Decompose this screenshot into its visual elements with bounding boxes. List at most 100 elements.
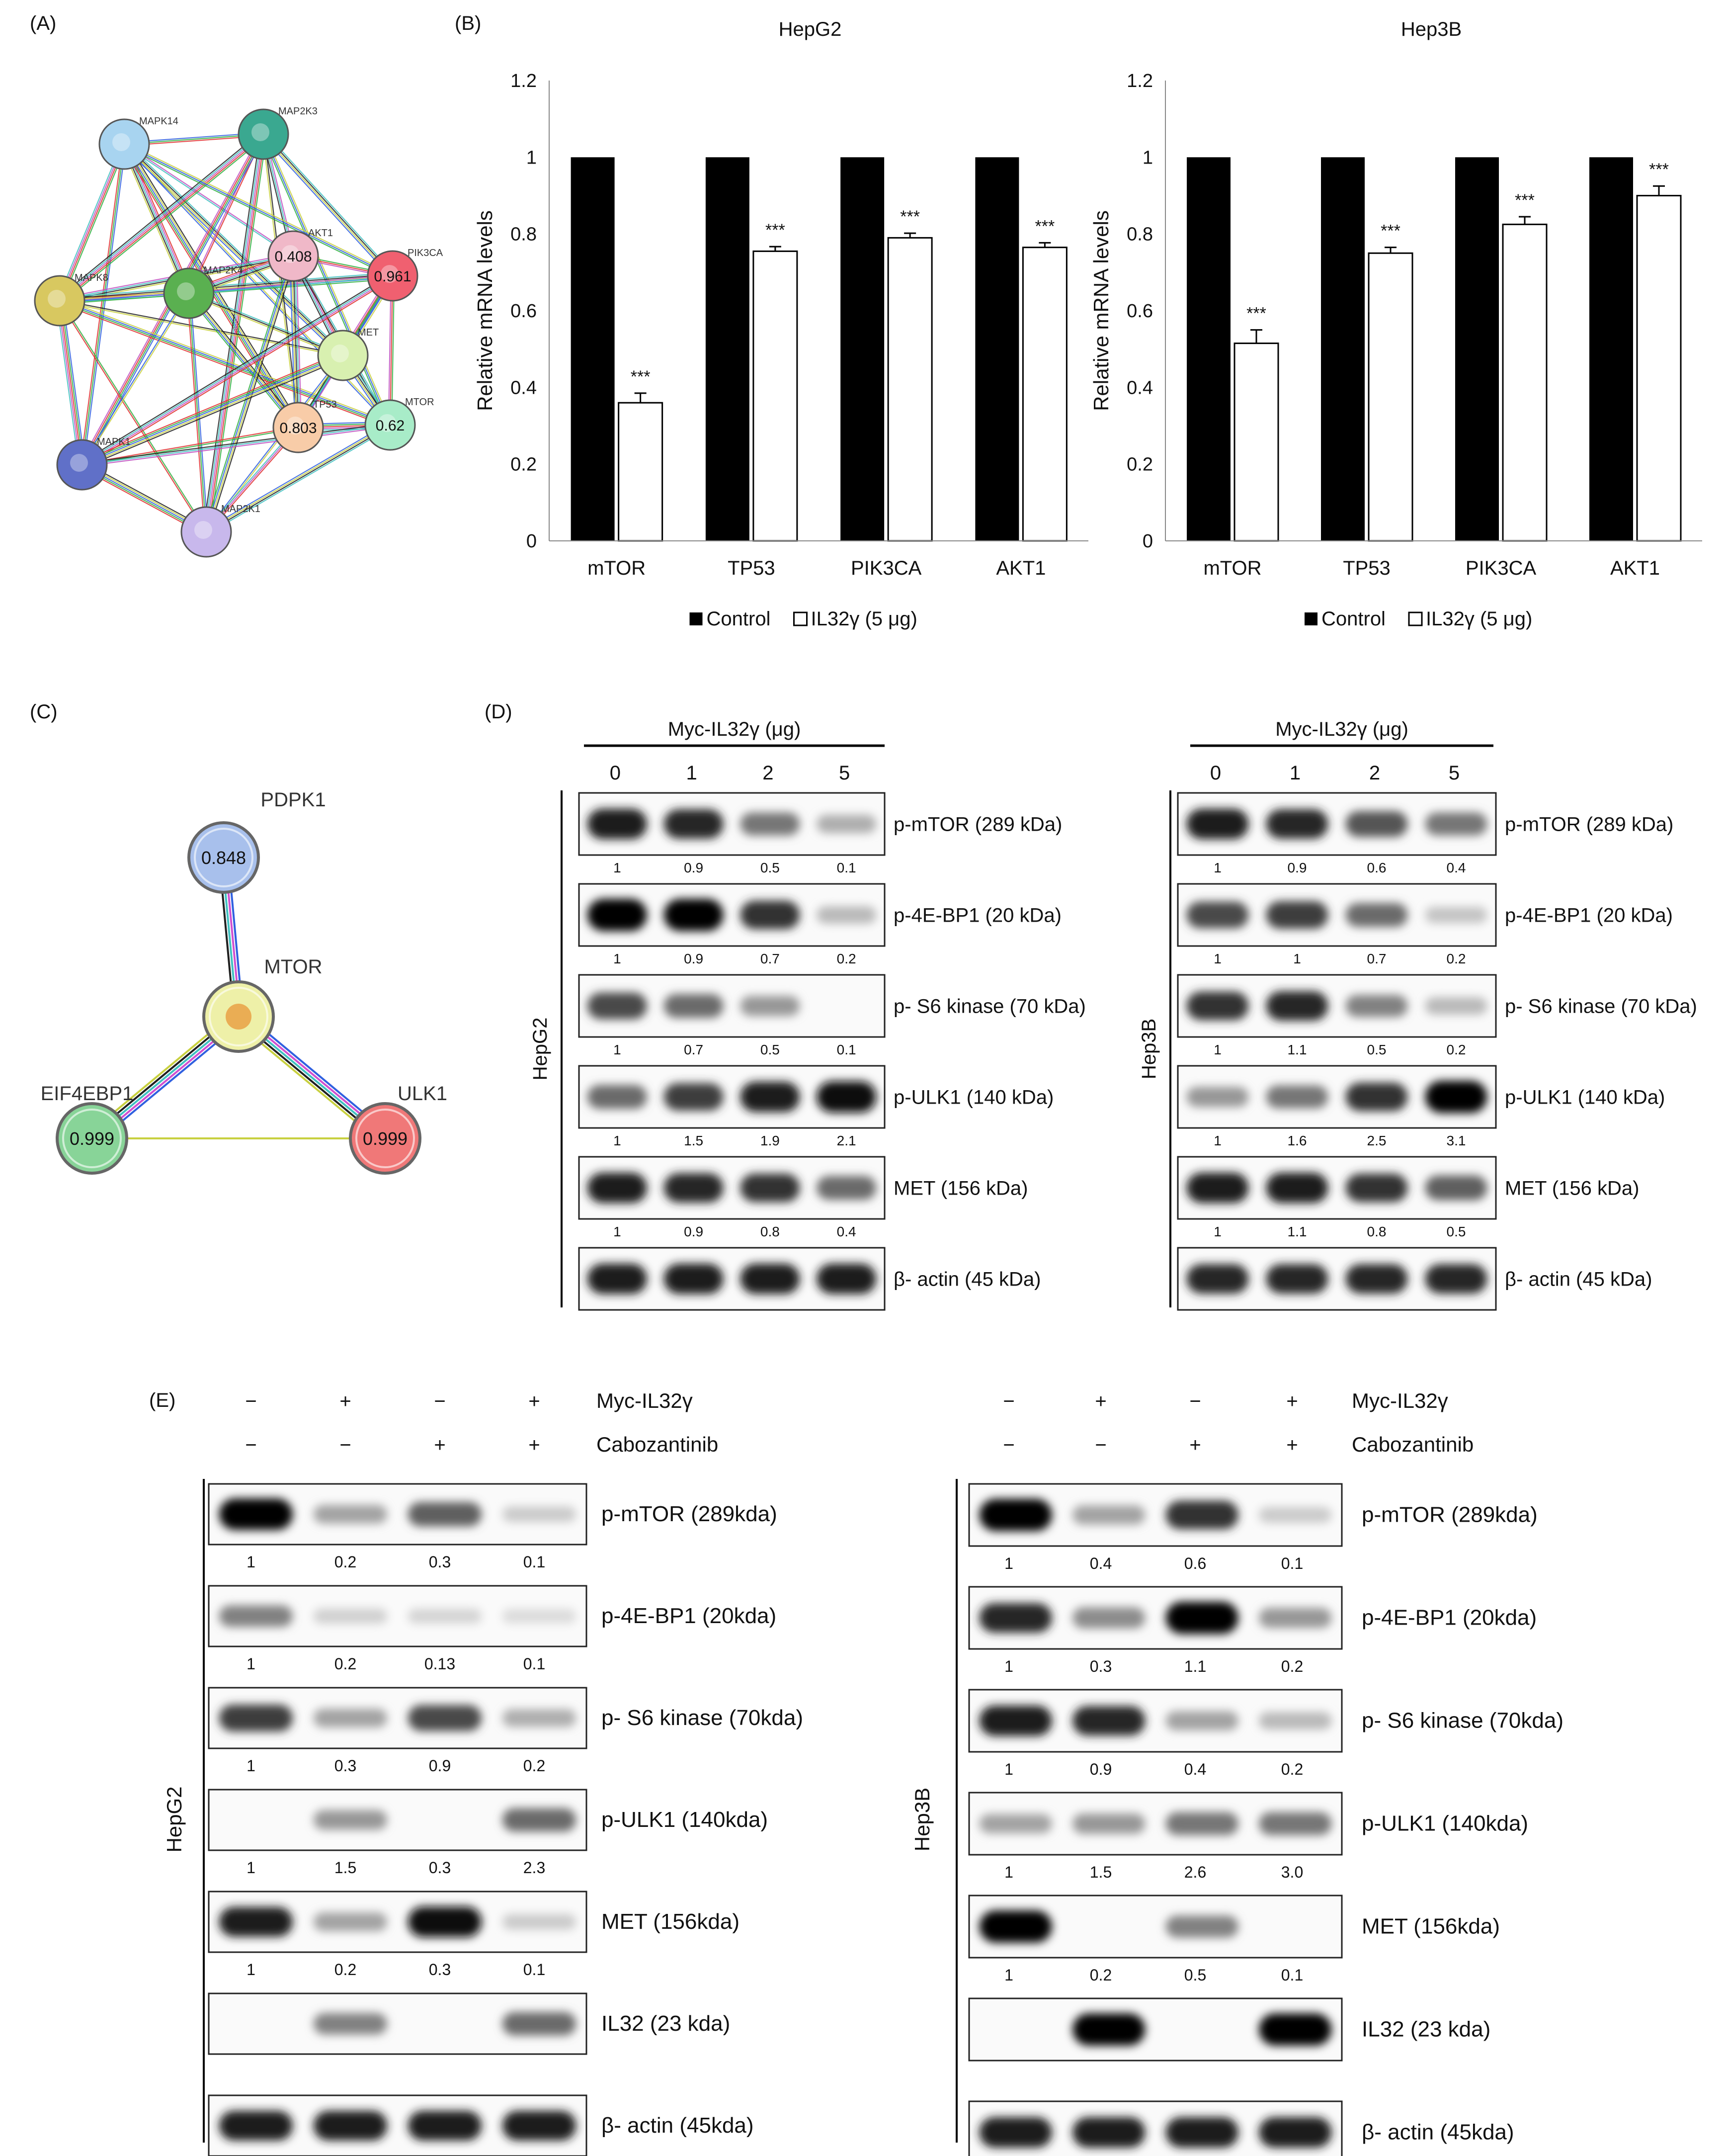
quantification-value: 1.1 bbox=[1184, 1657, 1206, 1675]
network-edge bbox=[190, 291, 301, 427]
node-label: MAPK14 bbox=[139, 116, 178, 127]
blot-label: p-4E-BP1 (20 kDa) bbox=[1505, 905, 1673, 927]
network-edge bbox=[123, 144, 190, 294]
quantification-value: 1.1 bbox=[1288, 1042, 1307, 1057]
blot-band bbox=[1186, 1087, 1249, 1107]
quantification-value: 0.6 bbox=[1184, 1554, 1206, 1572]
bar-il32 bbox=[1502, 223, 1548, 542]
network-edge bbox=[82, 424, 391, 466]
quantification-value: 0.9 bbox=[684, 1224, 703, 1239]
quantification-value: 0.9 bbox=[684, 951, 703, 966]
quantification-value: 0.3 bbox=[1090, 1657, 1112, 1675]
node-label: MAPK8 bbox=[75, 272, 108, 283]
treatment-label: Cabozantinib bbox=[596, 1433, 718, 1456]
y-tick-label: 0.6 bbox=[510, 301, 537, 322]
protein-structure-icon bbox=[194, 521, 212, 539]
blot-band bbox=[313, 2111, 388, 2141]
network-edge bbox=[60, 278, 393, 305]
protein-structure-icon bbox=[177, 282, 195, 300]
network-edge bbox=[292, 256, 299, 428]
node-label: PIK3CA bbox=[408, 248, 443, 259]
node-label: MAP2K1 bbox=[221, 504, 260, 515]
quantification-value: 0.13 bbox=[424, 1655, 455, 1673]
network-edge bbox=[188, 292, 343, 356]
network-node bbox=[98, 118, 150, 170]
blot-band bbox=[663, 899, 724, 931]
blot-band bbox=[1165, 1915, 1238, 1938]
quantification-value: 1.6 bbox=[1288, 1133, 1307, 1148]
x-tick-label: PIK3CA bbox=[1466, 557, 1537, 579]
node-label: ULK1 bbox=[398, 1083, 447, 1105]
quantification-value: 1.5 bbox=[684, 1133, 703, 1148]
blot-band bbox=[408, 1609, 482, 1624]
blot-band bbox=[1165, 2117, 1238, 2148]
blot-band bbox=[663, 809, 724, 839]
quantification-value: 0.2 bbox=[334, 1961, 356, 1979]
blot-label: p- S6 kinase (70kda) bbox=[1362, 1709, 1563, 1733]
network-edge bbox=[59, 273, 393, 300]
bar-control bbox=[1455, 157, 1499, 541]
blot-label: p-mTOR (289kda) bbox=[1362, 1503, 1538, 1527]
blot-band bbox=[979, 1603, 1052, 1633]
quantification-value: 1 bbox=[613, 951, 621, 966]
network-edge bbox=[261, 134, 390, 426]
legend-label-control: Control bbox=[707, 608, 771, 630]
network-edge bbox=[61, 136, 266, 304]
blot-band bbox=[979, 1499, 1052, 1531]
protein-structure-icon bbox=[281, 245, 299, 263]
significance-label: *** bbox=[1035, 217, 1055, 236]
network-edge bbox=[124, 143, 344, 355]
blot-band bbox=[1266, 1264, 1328, 1294]
node-label: MAP2K4 bbox=[204, 265, 243, 276]
blot-band bbox=[1165, 1812, 1238, 1835]
bar-control bbox=[571, 157, 615, 541]
network-node bbox=[187, 821, 260, 894]
blot-band bbox=[219, 1907, 293, 1937]
blot-band bbox=[502, 1709, 576, 1727]
panel-label-e: (E) bbox=[149, 1389, 175, 1411]
network-edge bbox=[80, 144, 123, 465]
network-edge bbox=[204, 134, 262, 532]
blot-band bbox=[219, 1605, 293, 1627]
node-value: 0.62 bbox=[376, 418, 405, 434]
blot-band bbox=[1425, 812, 1487, 836]
quantification-value: 0.3 bbox=[429, 1553, 451, 1571]
blot-band bbox=[663, 1263, 724, 1294]
network-node bbox=[238, 108, 289, 160]
network-edge bbox=[60, 298, 392, 424]
network-edge bbox=[189, 291, 344, 355]
network-edge bbox=[186, 294, 297, 430]
blot-band bbox=[1345, 1173, 1408, 1203]
network-edge bbox=[82, 293, 190, 466]
quantification-value: 0.8 bbox=[1367, 1224, 1387, 1239]
quantification-value: 0.1 bbox=[523, 1655, 545, 1673]
quantification-value: 3.0 bbox=[1281, 1863, 1303, 1881]
y-tick-label: 0.8 bbox=[1127, 224, 1153, 245]
network-edge bbox=[81, 292, 189, 465]
blot-band bbox=[817, 1263, 877, 1294]
blot-band bbox=[817, 1176, 877, 1200]
lane-label: 2 bbox=[1369, 762, 1380, 784]
blot-band bbox=[502, 2012, 576, 2036]
lane-label: 0 bbox=[610, 762, 621, 784]
network-edge bbox=[62, 300, 86, 465]
cell-line-label: Hep3B bbox=[1138, 1019, 1160, 1079]
quantification-value: 0.9 bbox=[1090, 1760, 1112, 1778]
legend-swatch-il32 bbox=[793, 611, 808, 626]
network-edge bbox=[60, 299, 391, 425]
protein-structure-icon bbox=[378, 414, 396, 432]
lane-label: 2 bbox=[762, 762, 773, 784]
network-edge bbox=[57, 301, 81, 465]
significance-label: *** bbox=[765, 221, 785, 240]
network-edge bbox=[61, 300, 84, 465]
quantification-value: 0.1 bbox=[837, 1042, 856, 1057]
bar-il32 bbox=[1636, 195, 1682, 542]
lane-label: 0 bbox=[1210, 762, 1221, 784]
treatment-sign: − bbox=[1003, 1434, 1014, 1456]
quantification-value: 1 bbox=[1004, 1966, 1013, 1984]
cell-line-label: Hep3B bbox=[910, 1788, 934, 1851]
network-edge bbox=[205, 134, 264, 532]
network-edge bbox=[82, 277, 395, 468]
quantification-value: 0.3 bbox=[429, 1859, 451, 1877]
quantification-value: 0.2 bbox=[334, 1655, 356, 1673]
